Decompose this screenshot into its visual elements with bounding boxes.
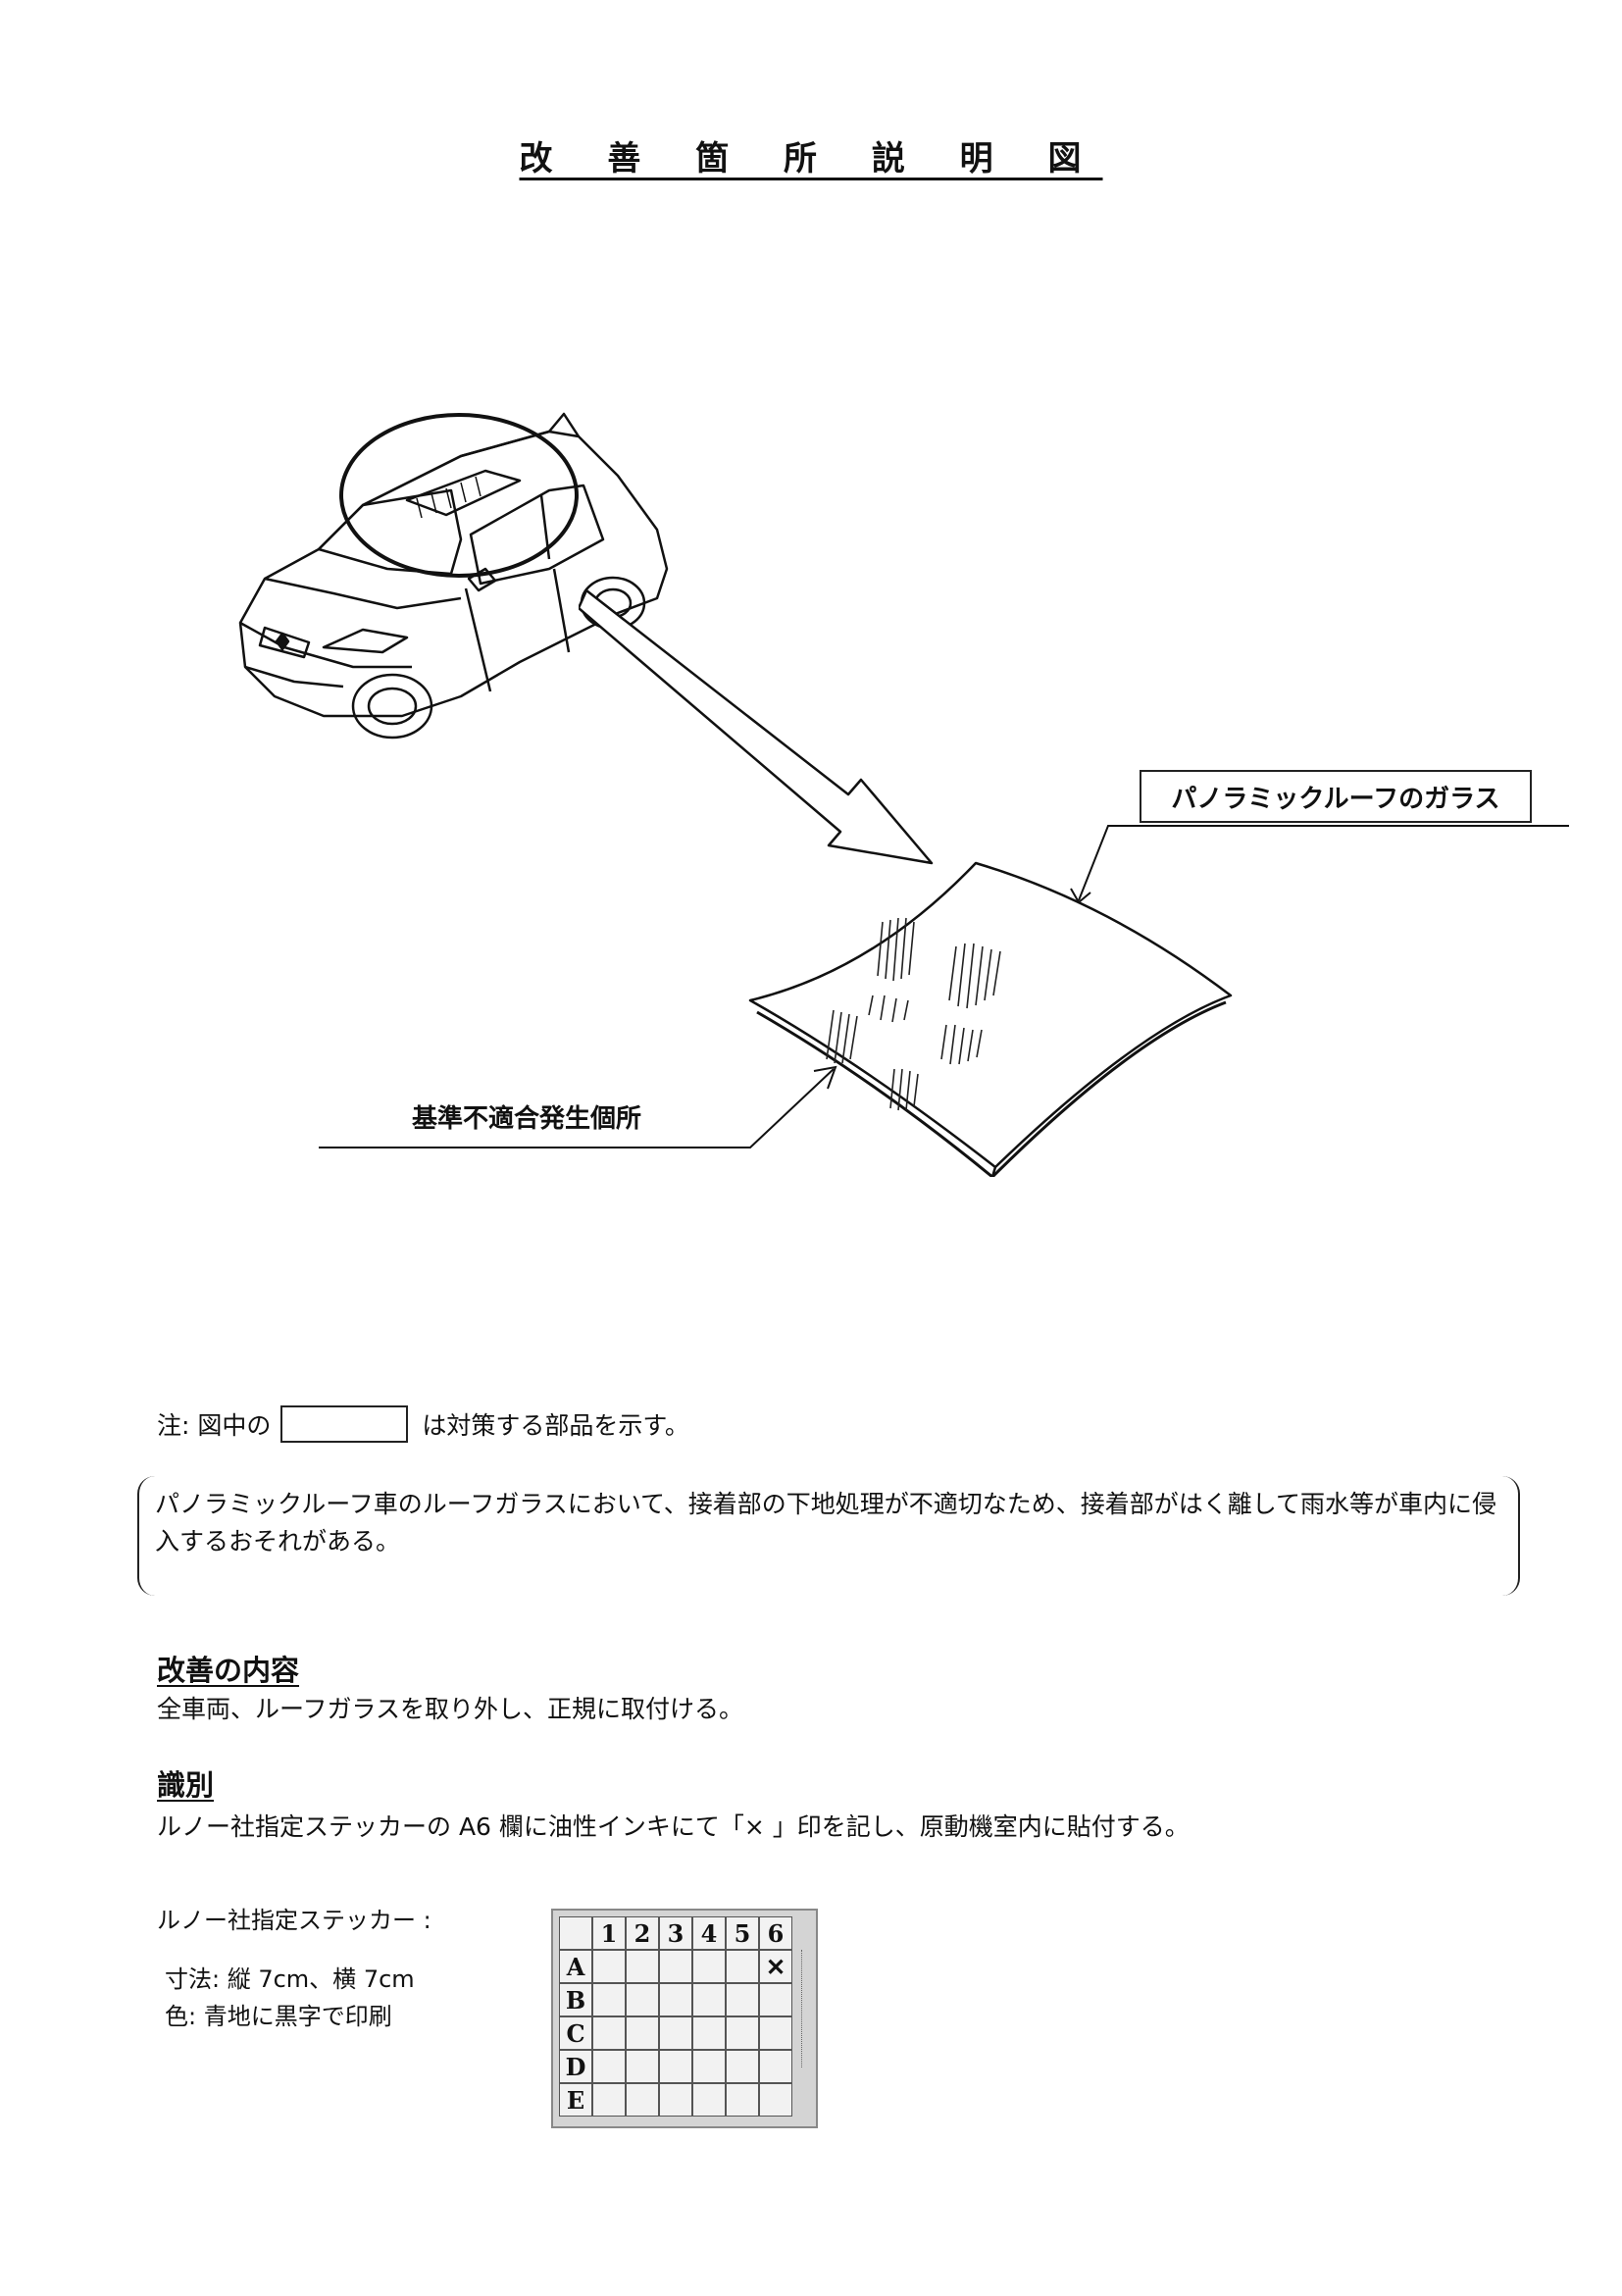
sticker-corner-cell — [559, 1916, 592, 1950]
roof-highlight-circle — [339, 413, 579, 578]
sticker-cell — [726, 2083, 759, 2117]
glass-leader-line — [1070, 825, 1569, 904]
sticker-cell — [759, 2050, 792, 2083]
sticker-label: ルノー社指定ステッカー : — [157, 1907, 431, 1934]
sticker-side-print — [801, 1950, 810, 2067]
sticker-size: 寸法: 縦 7cm、横 7cm — [165, 1965, 415, 1993]
sticker-cell — [692, 1983, 726, 2016]
sticker-cell — [659, 2083, 692, 2117]
sticker-cell — [626, 1983, 659, 2016]
sticker-cell — [592, 2083, 626, 2117]
sticker-col-header: 2 — [626, 1916, 659, 1950]
sticker-cell — [726, 2016, 759, 2050]
sticker-cell — [592, 1983, 626, 2016]
sticker-cell — [692, 1950, 726, 1983]
sticker-row-header: D — [559, 2050, 592, 2083]
identification-text: ルノー社指定ステッカーの A6 欄に油性インキにて「× 」印を記し、原動機室内に… — [157, 1812, 1190, 1841]
sticker-cell — [659, 2050, 692, 2083]
pointer-arrow — [579, 588, 934, 865]
sticker-cell — [659, 1950, 692, 1983]
sticker-col-header: 4 — [692, 1916, 726, 1950]
sticker-cell — [592, 1950, 626, 1983]
improvement-text: 全車両、ルーフガラスを取り外し、正規に取付ける。 — [157, 1695, 744, 1723]
identification-heading: 識別 — [157, 1768, 215, 1802]
sticker-cell — [726, 1983, 759, 2016]
sticker-cell — [626, 1950, 659, 1983]
legend-box — [280, 1405, 409, 1443]
sticker-row-header: A — [559, 1950, 592, 1983]
note-prefix: 注: 図中の — [157, 1411, 272, 1440]
sticker-col-header: 3 — [659, 1916, 692, 1950]
defect-callout-label: 基準不適合発生個所 — [412, 1104, 642, 1134]
sticker-col-header: 1 — [592, 1916, 626, 1950]
sticker-cell — [592, 2050, 626, 2083]
sticker-cell — [626, 2016, 659, 2050]
sticker-cell — [626, 2083, 659, 2117]
improvement-heading: 改善の内容 — [157, 1654, 300, 1687]
sticker-row-header: C — [559, 2016, 592, 2050]
roof-glass-illustration — [748, 861, 1233, 1177]
sticker-row-header: E — [559, 2083, 592, 2117]
glass-callout-label: パノラミックルーフのガラス — [1171, 784, 1500, 814]
defect-description: パノラミックルーフ車のルーフガラスにおいて、接着部の下地処理が不適切なため、接着… — [155, 1490, 1497, 1556]
sticker-cell — [726, 2050, 759, 2083]
sticker-color: 色: 青地に黒字で印刷 — [165, 2003, 392, 2030]
sticker-col-header: 6 — [759, 1916, 792, 1950]
sticker-cell — [726, 1950, 759, 1983]
sticker-cell — [759, 1983, 792, 2016]
sticker-cell — [592, 2016, 626, 2050]
sticker-cell-a6-mark: ✕ — [759, 1950, 792, 1983]
sticker-cell — [692, 2083, 726, 2117]
page-title: 改 善 箇 所 説 明 図 — [519, 139, 1103, 179]
sticker-cell — [626, 2050, 659, 2083]
defect-leader-line — [319, 1065, 837, 1148]
glass-callout-box: パノラミックルーフのガラス — [1140, 770, 1532, 823]
sticker-cell — [759, 2016, 792, 2050]
description-bracket — [137, 1476, 1520, 1596]
sticker-cell — [659, 1983, 692, 2016]
sticker-cell — [759, 2083, 792, 2117]
sticker-row-header: B — [559, 1983, 592, 2016]
sticker-cell — [692, 2050, 726, 2083]
sticker-cell — [692, 2016, 726, 2050]
note-suffix: は対策する部品を示す。 — [422, 1411, 689, 1440]
car-illustration — [238, 412, 669, 740]
sticker-col-header: 5 — [726, 1916, 759, 1950]
note-line: 注: 図中の は対策する部品を示す。 — [157, 1405, 689, 1443]
sticker-cell — [659, 2016, 692, 2050]
